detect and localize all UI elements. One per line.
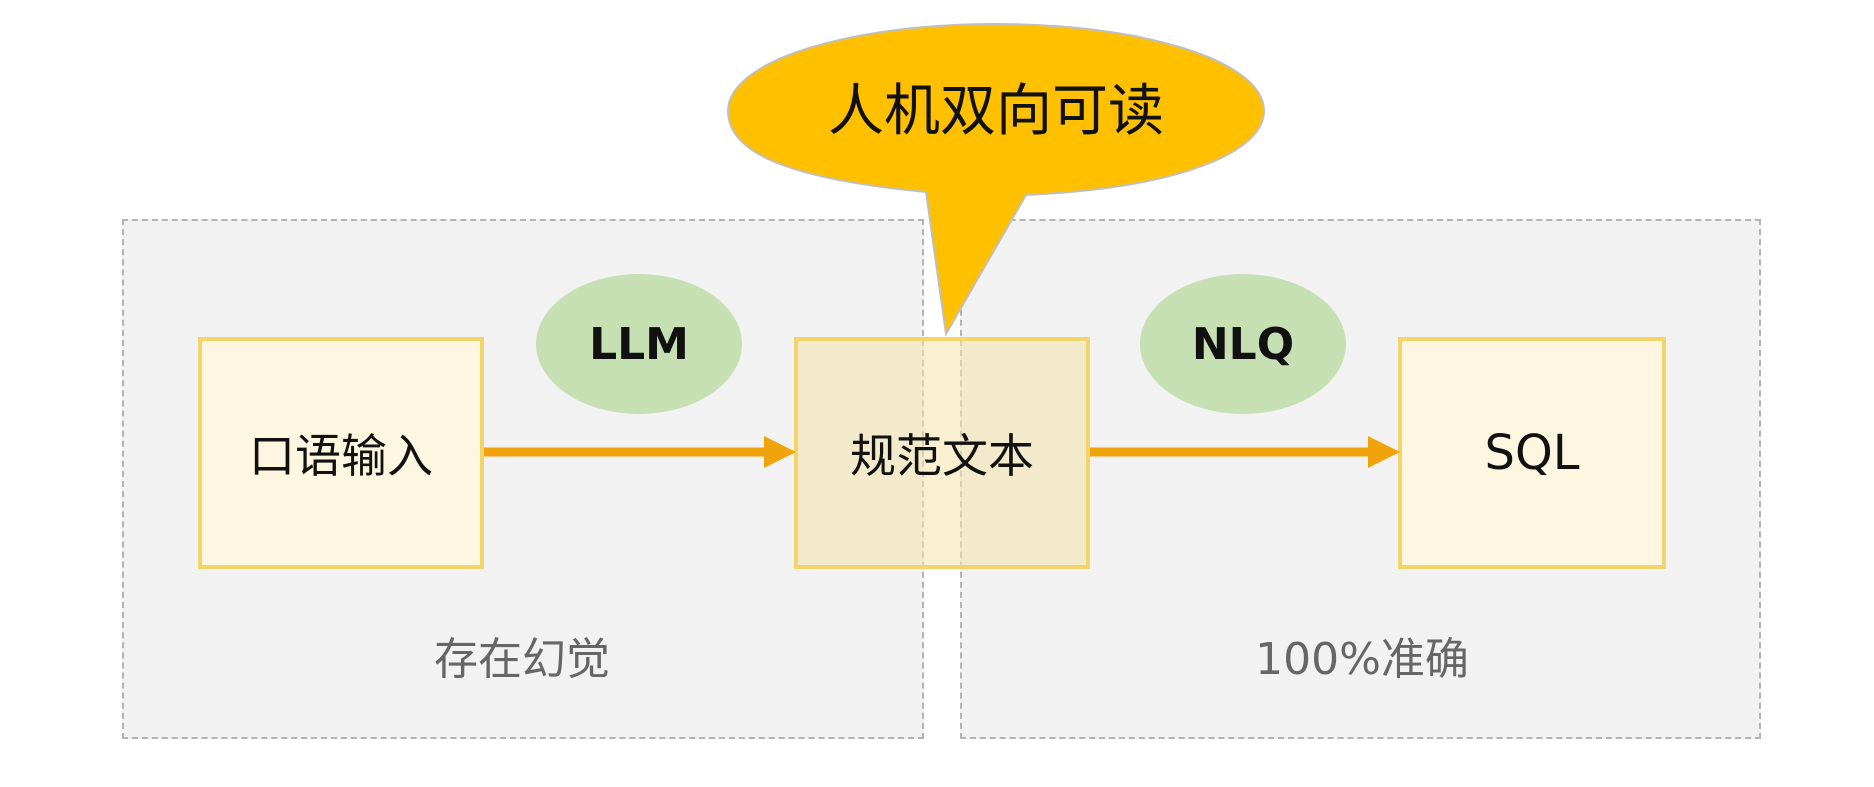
hallucination-region-label: 存在幻觉 xyxy=(434,634,610,685)
callout-text: 人机双向可读 xyxy=(828,79,1164,144)
sql-box: SQL xyxy=(1398,337,1666,569)
nlq-ellipse: NLQ xyxy=(1140,274,1346,414)
accurate-region-label: 100%准确 xyxy=(1255,634,1469,685)
llm-label: LLM xyxy=(589,318,689,370)
spoken-input-box: 口语输入 xyxy=(198,337,484,569)
normalized-text-box: 规范文本 xyxy=(794,337,1090,569)
llm-ellipse: LLM xyxy=(536,274,742,414)
nlq-label: NLQ xyxy=(1191,318,1295,370)
